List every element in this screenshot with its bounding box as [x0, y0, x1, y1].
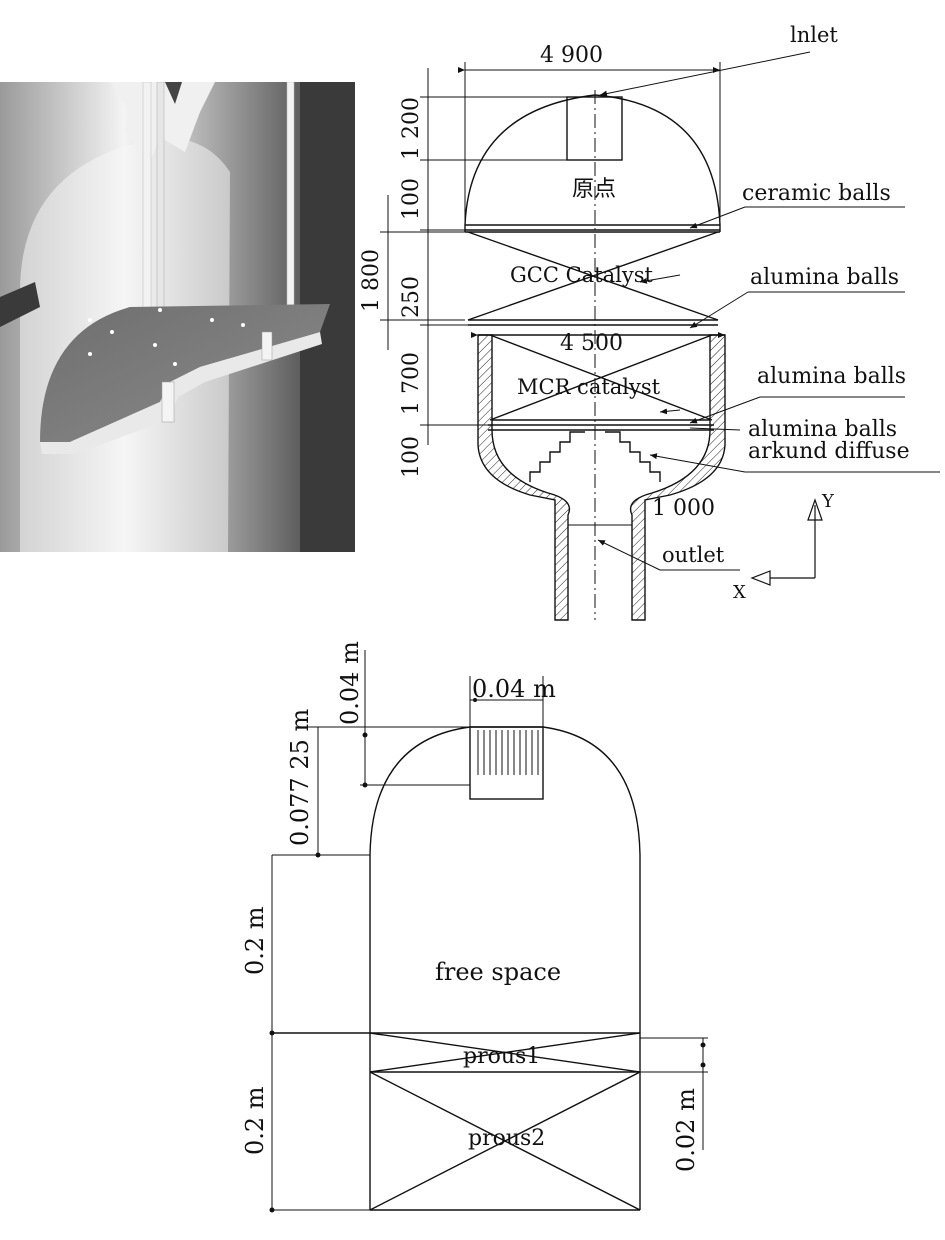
- reactor-interior-photo: [0, 82, 355, 552]
- dim-width-mid: 4 500: [560, 331, 623, 356]
- top-diagram-labels: 4 900 lnlet 原点 ceramic balls GCC Catalys…: [359, 23, 910, 603]
- label-mcr-catalyst: MCR catalyst: [517, 375, 661, 399]
- dim-outlet-width: 1 000: [652, 496, 715, 521]
- dim-100-b: 100: [399, 436, 424, 478]
- dim-1200: 1 200: [399, 97, 424, 160]
- top-reactor-drawing: [380, 51, 940, 621]
- dim-dome-height: 0.077 25 m: [286, 708, 314, 846]
- label-outlet: outlet: [662, 543, 725, 567]
- bottom-reactor-drawing: [269, 650, 708, 1213]
- label-free-space: free space: [435, 958, 561, 986]
- dim-free-height: 0.2 m: [241, 906, 269, 975]
- dim-250: 250: [399, 276, 424, 318]
- dim-inlet-width: 0.04 m: [472, 675, 556, 703]
- dim-1700: 1 700: [399, 352, 424, 415]
- label-gcc-catalyst: GCC Catalyst: [510, 263, 653, 287]
- label-ceramic-balls: ceramic balls: [742, 181, 891, 206]
- dim-bed-height: 0.2 m: [241, 1086, 269, 1155]
- dim-100-a: 100: [399, 178, 424, 220]
- bottom-diagram-labels: 0.04 m free space prous1 prous2 0.04 m 0…: [241, 641, 700, 1172]
- label-prous2: prous2: [468, 1126, 545, 1151]
- axis-y-label: Y: [821, 491, 835, 512]
- label-alumina-balls-3: alumina balls: [748, 417, 897, 442]
- label-alumina-balls-2: alumina balls: [757, 364, 906, 389]
- label-prous1: prous1: [463, 1044, 540, 1069]
- dim-width-top: 4 900: [540, 43, 603, 68]
- axis-x-label: X: [733, 582, 746, 603]
- label-origin: 原点: [572, 177, 616, 202]
- label-inlet: lnlet: [790, 23, 838, 47]
- dim-prous1-height: 0.02 m: [672, 1088, 700, 1172]
- label-arkund-diffuse: arkund diffuse: [748, 439, 910, 464]
- dim-inlet-height: 0.04 m: [336, 641, 364, 725]
- dim-1800: 1 800: [359, 249, 384, 312]
- label-alumina-balls-1: alumina balls: [750, 265, 899, 290]
